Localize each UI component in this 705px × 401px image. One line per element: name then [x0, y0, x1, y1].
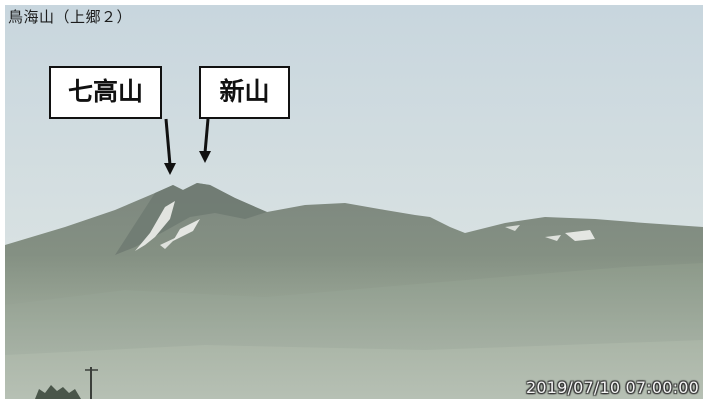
arrow-shaft-shichiko — [164, 118, 172, 166]
foreground-foliage — [35, 385, 81, 399]
arrow-shaft-shinzan — [203, 118, 210, 154]
snow-patch — [160, 237, 177, 249]
snow-patch — [135, 201, 175, 251]
mountain-photo — [5, 5, 703, 399]
snow-patch — [545, 235, 561, 241]
haze — [5, 255, 703, 399]
snow-patch — [505, 225, 520, 231]
peak-label-shichiko: 七高山 — [49, 66, 162, 119]
snow-patch — [173, 219, 200, 241]
arrow-head-shichiko — [164, 163, 176, 175]
snow-patch — [565, 230, 595, 241]
landscape-illustration — [5, 5, 703, 399]
capture-timestamp: 2019/07/10 07:00:00 — [526, 378, 699, 397]
peak-label-shinzan: 新山 — [199, 66, 290, 119]
camera-title: 鳥海山（上郷２） — [8, 8, 133, 26]
arrow-head-shinzan — [199, 151, 211, 163]
